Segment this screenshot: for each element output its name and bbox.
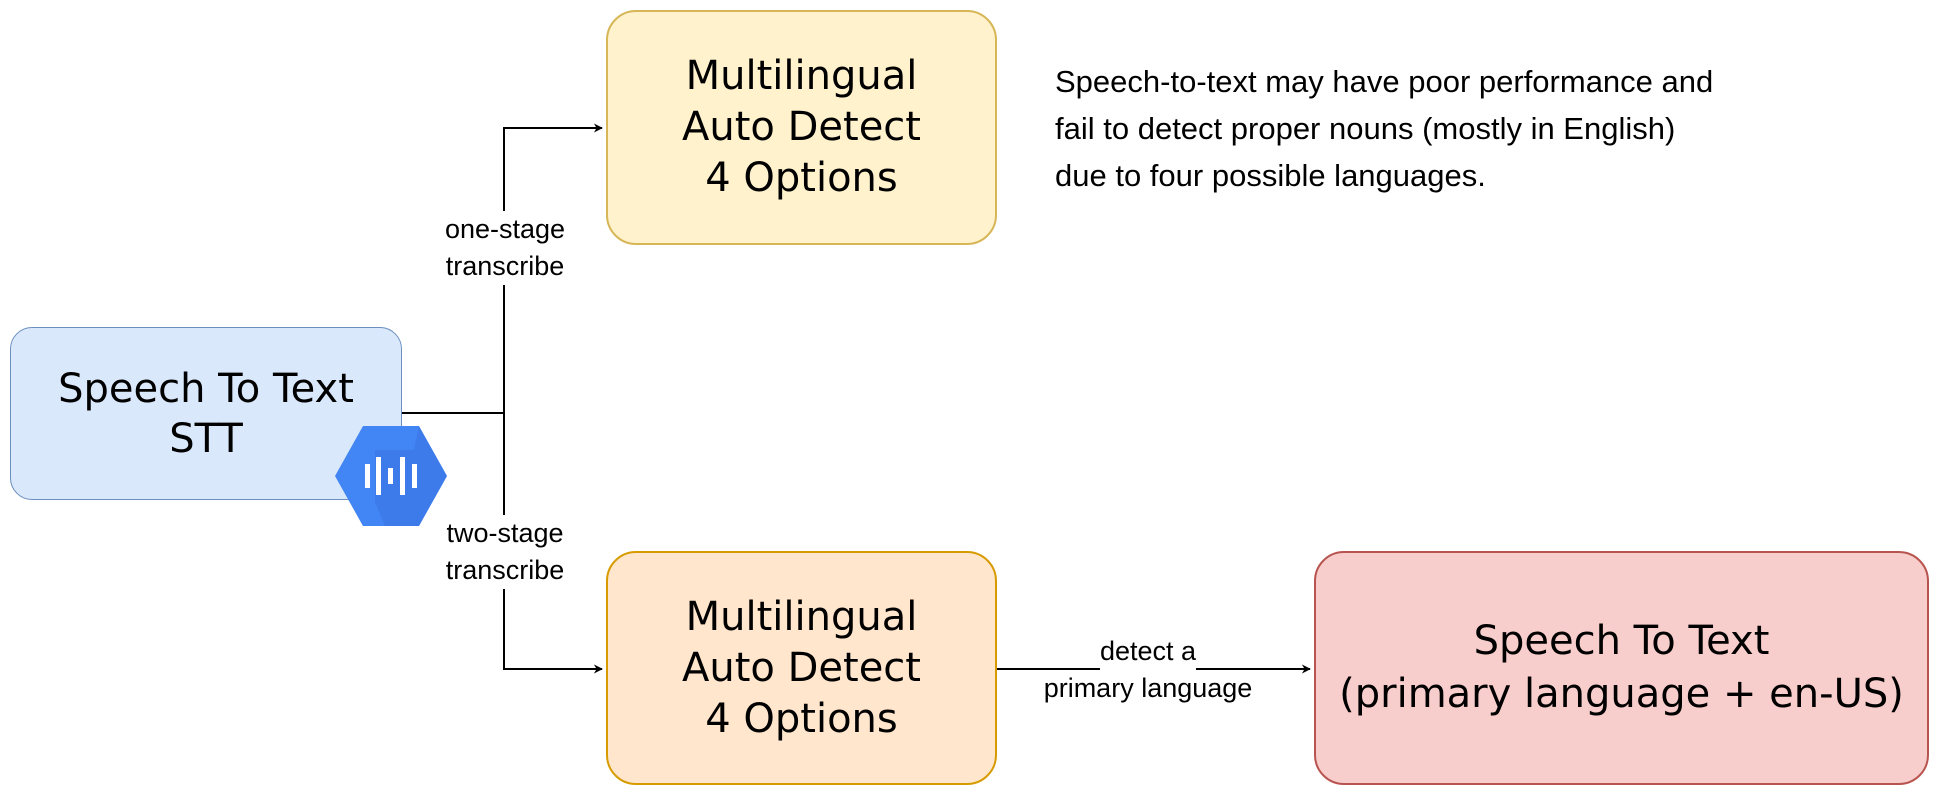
stt-node-line-1: Speech To Text: [58, 365, 354, 412]
note-line-1: Speech-to-text may have poor performance…: [1055, 64, 1714, 99]
note-line-3: due to four possible languages.: [1055, 158, 1486, 193]
two-stage-edge-label: two-stage transcribe: [434, 515, 576, 589]
speech-to-text-hexagon-icon: [335, 426, 447, 526]
one-stage-auto-detect-node: Multilingual Auto Detect 4 Options: [606, 10, 997, 245]
note-line-2: fail to detect proper nouns (mostly in E…: [1055, 111, 1676, 146]
primary-language-stt-node: Speech To Text (primary language + en-US…: [1314, 551, 1929, 785]
performance-note: Speech-to-text may have poor performance…: [1055, 58, 1815, 199]
primary-node-line-1: Speech To Text: [1473, 618, 1770, 664]
one-stage-label-line-1: one-stage: [444, 214, 566, 244]
speech-to-text-node: Speech To Text STT: [10, 327, 402, 500]
one-stage-edge-label: one-stage transcribe: [434, 211, 576, 285]
detect-primary-edge-label: detect a primary language: [1028, 633, 1268, 707]
arrow-to-one-stage: [503, 123, 603, 413]
one-stage-label-line-2: transcribe: [445, 251, 565, 281]
two-stage-node-line-1: Multilingual: [685, 593, 918, 640]
detect-label-line-1: detect a: [1099, 633, 1197, 670]
two-stage-auto-detect-node: Multilingual Auto Detect 4 Options: [606, 551, 997, 785]
primary-node-line-2: (primary language + en-US): [1339, 671, 1904, 717]
arrow-to-two-stage: [503, 413, 603, 674]
one-stage-node-line-2: Auto Detect: [682, 104, 921, 150]
two-stage-label-line-1: two-stage: [446, 518, 564, 548]
two-stage-label-line-2: transcribe: [445, 555, 565, 585]
detect-label-line-2: primary language: [1043, 670, 1253, 707]
two-stage-node-line-3: 4 Options: [705, 695, 898, 742]
one-stage-node-line-1: Multilingual: [685, 53, 918, 99]
one-stage-node-line-3: 4 Options: [705, 155, 898, 201]
stt-node-line-2: STT: [169, 415, 243, 462]
two-stage-node-line-2: Auto Detect: [682, 644, 921, 691]
